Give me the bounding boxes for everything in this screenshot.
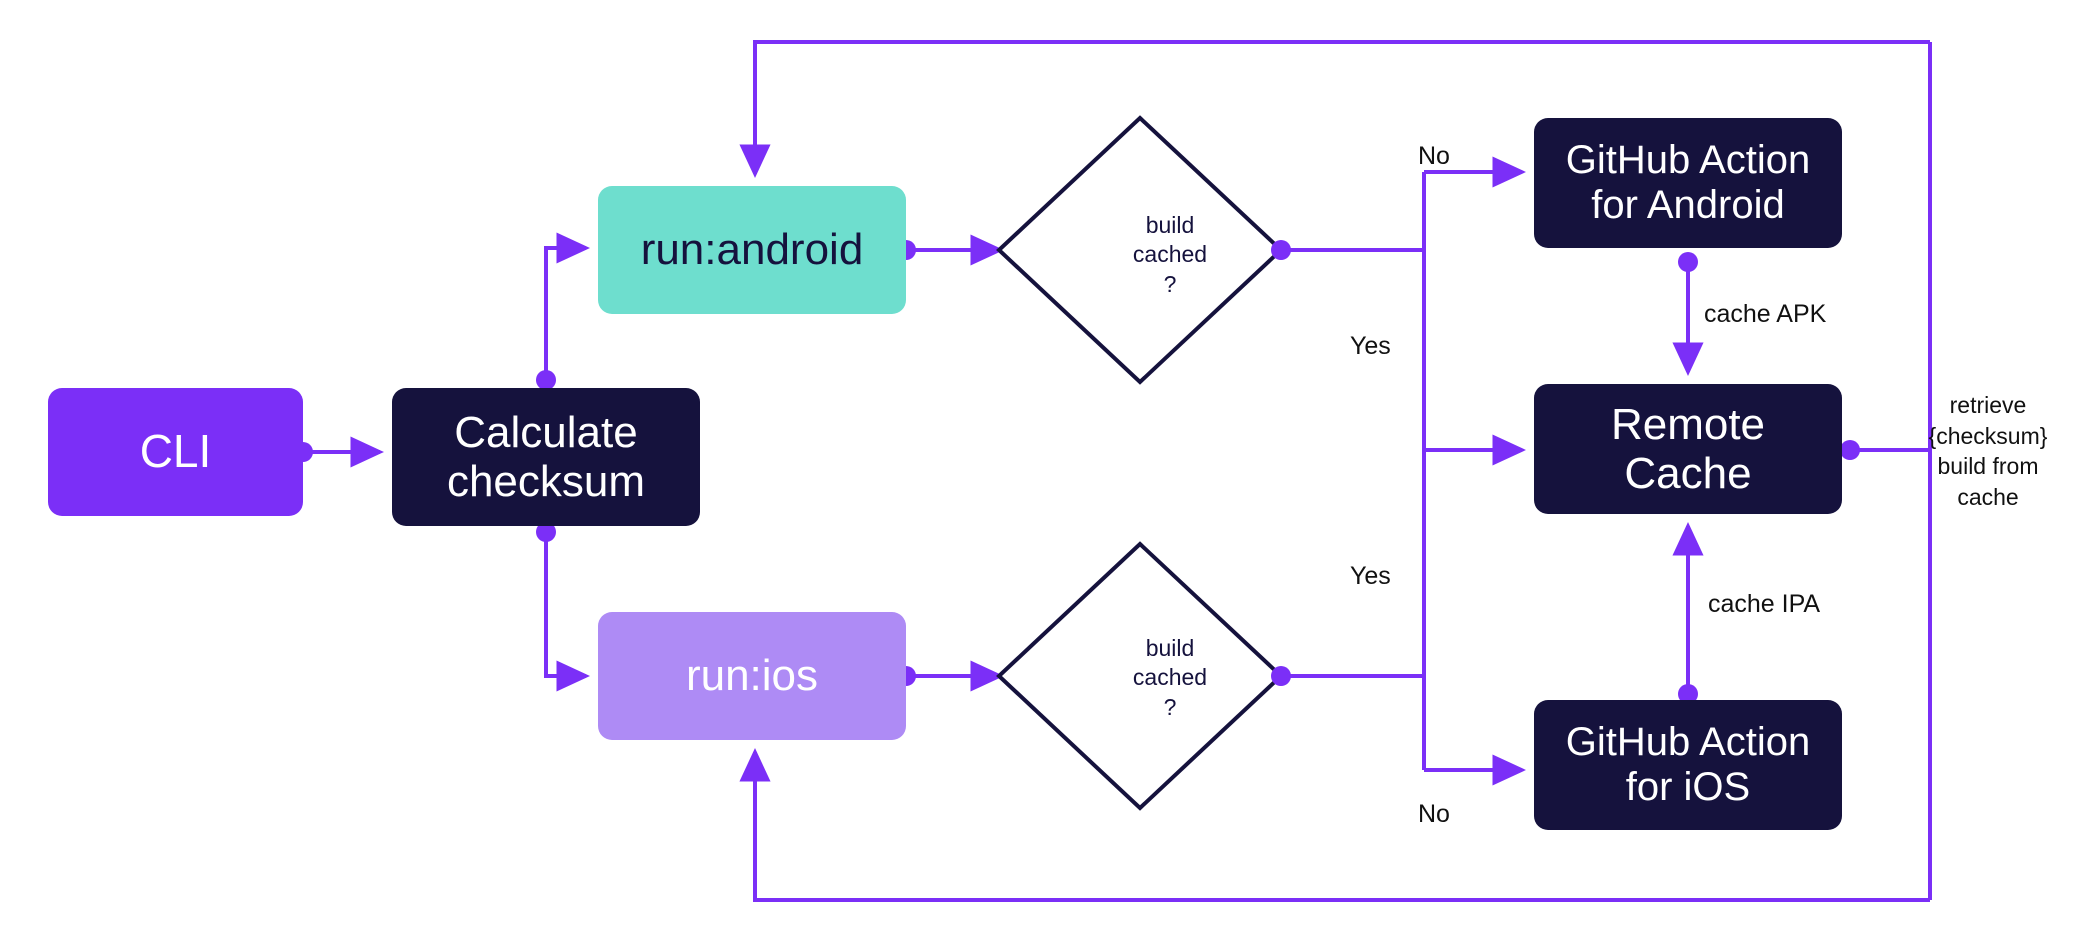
node-run-android[interactable]: run:android [598, 186, 906, 314]
port-dot [1840, 440, 1860, 460]
node-calculate-checksum[interactable]: Calculate checksum [392, 388, 700, 526]
edge-label-yes-android: Yes [1350, 332, 1391, 360]
node-github-action-android[interactable]: GitHub Action for Android [1534, 118, 1842, 248]
decision-diamond-android [996, 115, 1284, 385]
decision-label-android: build cached ? [1132, 211, 1208, 297]
edge-label-no-ios: No [1418, 800, 1450, 828]
decision-diamond-ios [996, 541, 1284, 811]
port-dot [1271, 666, 1291, 686]
node-remote-cache[interactable]: Remote Cache [1534, 384, 1842, 514]
port-dot [1271, 240, 1291, 260]
edge-label-yes-ios: Yes [1350, 562, 1391, 590]
decision-label-ios: build cached ? [1132, 634, 1208, 720]
node-cli[interactable]: CLI [48, 388, 303, 516]
node-run-ios[interactable]: run:ios [598, 612, 906, 740]
node-github-action-ios[interactable]: GitHub Action for iOS [1534, 700, 1842, 830]
edge-label-cache-apk: cache APK [1704, 300, 1827, 328]
port-dot [536, 370, 556, 390]
edge-label-retrieve-checksum: retrieve {checksum} build from cache [1928, 392, 2048, 510]
edge-label-no-android: No [1418, 142, 1450, 170]
edge-label-cache-ipa: cache IPA [1708, 590, 1821, 618]
port-dot [1678, 252, 1698, 272]
